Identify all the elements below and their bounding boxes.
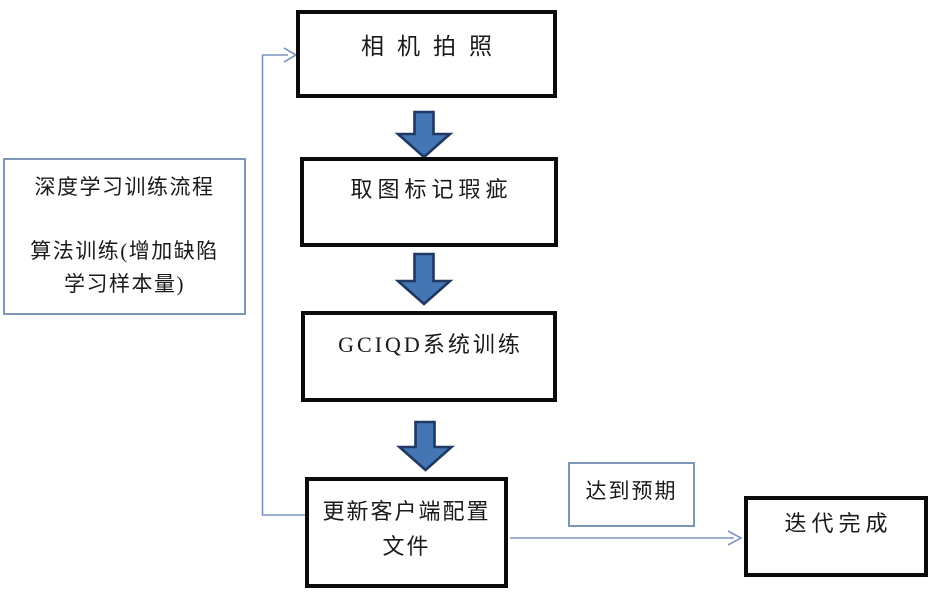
node-camera: 相机拍照 [296, 10, 557, 98]
process-note-box: 深度学习训练流程 算法训练(增加缺陷 学习样本量) [3, 158, 246, 315]
expectation-label: 达到预期 [585, 479, 678, 503]
process-note-line3: 学习样本量) [64, 272, 185, 296]
node-mark-defects-label: 取图标记瑕疵 [350, 177, 513, 202]
node-iteration-done-label: 迭代完成 [784, 511, 893, 536]
node-mark-defects: 取图标记瑕疵 [300, 157, 558, 247]
down-block-arrow-2-icon [394, 252, 454, 306]
node-update-config-line1: 更新客户端配置 [322, 499, 491, 524]
expectation-label-box: 达到预期 [568, 462, 695, 527]
node-camera-label: 相机拍照 [361, 34, 505, 59]
node-update-config: 更新客户端配置 文件 [305, 477, 508, 588]
process-note-line1: 深度学习训练流程 [34, 175, 215, 199]
process-note-line2: 算法训练(增加缺陷 [30, 239, 219, 263]
node-iteration-done: 迭代完成 [744, 496, 928, 577]
down-block-arrow-1-icon [394, 110, 454, 159]
down-block-arrow-3-icon [396, 420, 455, 472]
node-gciqd-training-label: GCIQD系统训练 [338, 332, 523, 357]
node-update-config-line2: 文件 [382, 534, 431, 559]
node-gciqd-training: GCIQD系统训练 [301, 311, 557, 402]
feedback-connector-line [261, 54, 307, 516]
done-arrowhead-icon [727, 530, 743, 546]
